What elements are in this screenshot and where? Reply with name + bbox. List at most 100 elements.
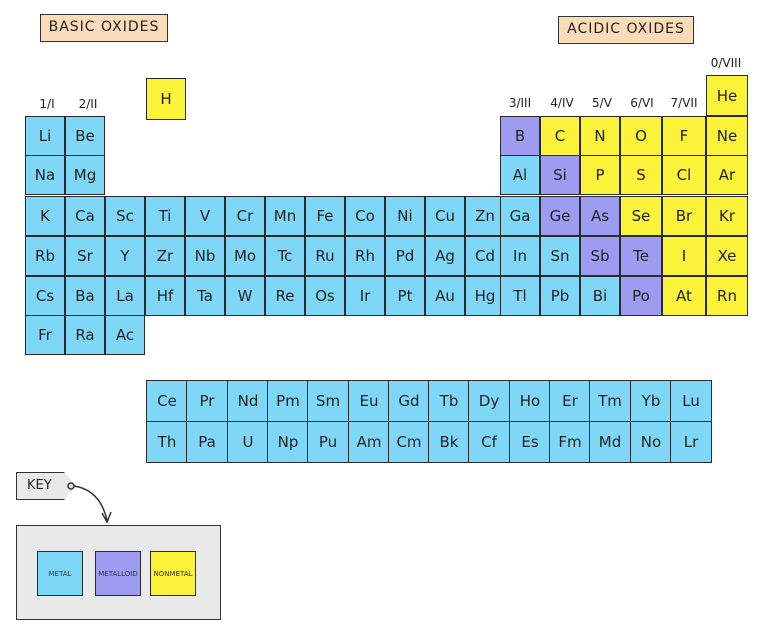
element-ba: Ba (65, 276, 105, 316)
element-au: Au (425, 276, 465, 316)
element-sm: Sm (307, 380, 349, 422)
group-label-1: 1/I (39, 97, 55, 111)
element-tl: Tl (500, 276, 540, 316)
element-na: Na (25, 155, 65, 195)
element-mn: Mn (265, 196, 305, 236)
key-metal-swatch: METAL (37, 551, 83, 596)
element-ru: Ru (305, 236, 345, 276)
element-cf: Cf (468, 421, 510, 463)
element-lu: Lu (670, 380, 712, 422)
acidic-oxides-label: ACIDIC OXIDES (558, 16, 694, 44)
element-nb: Nb (185, 236, 225, 276)
element-cs: Cs (25, 276, 65, 316)
element-h: H (146, 78, 186, 120)
element-cm: Cm (388, 421, 430, 463)
element-ra: Ra (65, 315, 105, 355)
element-th: Th (146, 421, 188, 463)
key-tag: KEY (16, 472, 76, 500)
element-i: I (662, 236, 706, 276)
element-ar: Ar (706, 155, 748, 195)
element-pb: Pb (540, 276, 580, 316)
element-fe: Fe (305, 196, 345, 236)
element-sb: Sb (580, 236, 620, 276)
element-n: N (580, 116, 620, 156)
element-tb: Tb (428, 380, 470, 422)
element-os: Os (305, 276, 345, 316)
element-hg: Hg (465, 276, 505, 316)
element-cr: Cr (225, 196, 265, 236)
group-label-2: 2/II (78, 97, 98, 111)
element-k: K (25, 196, 65, 236)
element-y: Y (105, 236, 145, 276)
element-es: Es (509, 421, 551, 463)
group-label-6: 6/VI (630, 96, 654, 110)
element-md: Md (589, 421, 631, 463)
element-ti: Ti (145, 196, 185, 236)
element-zn: Zn (465, 196, 505, 236)
element-in: In (500, 236, 540, 276)
element-cu: Cu (425, 196, 465, 236)
element-cd: Cd (465, 236, 505, 276)
element-as: As (580, 196, 620, 236)
element-li: Li (25, 116, 65, 156)
element-w: W (225, 276, 265, 316)
element-te: Te (620, 236, 662, 276)
element-po: Po (620, 276, 662, 316)
element-sr: Sr (65, 236, 105, 276)
key-panel: METAL METALLOID NONMETAL (16, 525, 221, 620)
element-re: Re (265, 276, 305, 316)
element-mo: Mo (225, 236, 265, 276)
element-pr: Pr (186, 380, 228, 422)
element-ag: Ag (425, 236, 465, 276)
key-metalloid-swatch: METALLOID (95, 551, 141, 596)
element-at: At (662, 276, 706, 316)
element-ne: Ne (706, 116, 748, 156)
element-dy: Dy (468, 380, 510, 422)
element-ga: Ga (500, 196, 540, 236)
element-fm: Fm (549, 421, 591, 463)
element-si: Si (540, 155, 580, 195)
element-hf: Hf (145, 276, 185, 316)
basic-oxides-label: BASIC OXIDES (40, 14, 168, 42)
element-ni: Ni (385, 196, 425, 236)
element-sn: Sn (540, 236, 580, 276)
element-ca: Ca (65, 196, 105, 236)
element-pt: Pt (385, 276, 425, 316)
element-fr: Fr (25, 315, 65, 355)
element-rb: Rb (25, 236, 65, 276)
element-f: F (662, 116, 706, 156)
element-rn: Rn (706, 276, 748, 316)
element-sc: Sc (105, 196, 145, 236)
element-br: Br (662, 196, 706, 236)
element-o: O (620, 116, 662, 156)
element-se: Se (620, 196, 662, 236)
element-ta: Ta (185, 276, 225, 316)
group-label-5: 5/V (592, 96, 612, 110)
element-v: V (185, 196, 225, 236)
element-zr: Zr (145, 236, 185, 276)
element-p: P (580, 155, 620, 195)
element-pd: Pd (385, 236, 425, 276)
element-tc: Tc (265, 236, 305, 276)
element-al: Al (500, 155, 540, 195)
element-ir: Ir (345, 276, 385, 316)
key-nonmetal-swatch: NONMETAL (150, 551, 196, 596)
group-label-3: 3/III (508, 96, 532, 110)
element-ge: Ge (540, 196, 580, 236)
element-lr: Lr (670, 421, 712, 463)
element-ho: Ho (509, 380, 551, 422)
element-mg: Mg (65, 155, 105, 195)
element-xe: Xe (706, 236, 748, 276)
element-bi: Bi (580, 276, 620, 316)
element-cl: Cl (662, 155, 706, 195)
element-he: He (706, 75, 748, 116)
element-be: Be (65, 116, 105, 156)
element-pu: Pu (307, 421, 349, 463)
element-kr: Kr (706, 196, 748, 236)
group-label-8: 0/VIII (710, 56, 742, 70)
group-label-7: 7/VII (670, 96, 698, 110)
element-pa: Pa (186, 421, 228, 463)
element-rh: Rh (345, 236, 385, 276)
group-label-4: 4/IV (550, 96, 574, 110)
